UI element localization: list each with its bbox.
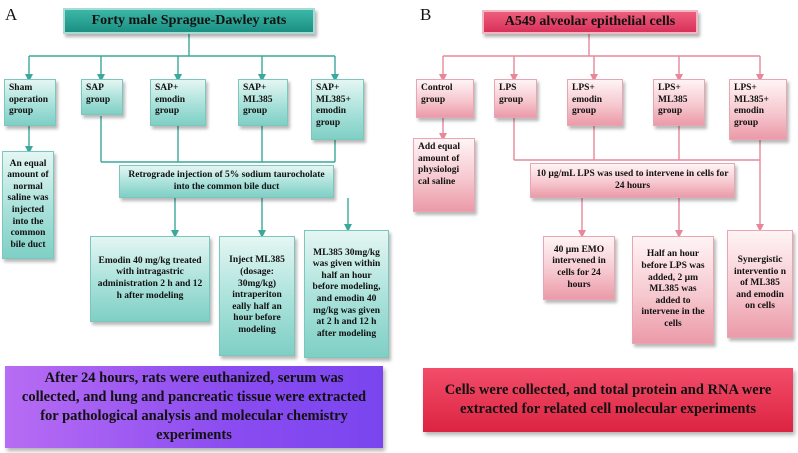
sap-ml385-group-box: SAP+ ML385 group — [238, 79, 288, 126]
panel-b-title: A549 alveolar epithelial cells — [482, 10, 698, 34]
lps-ml385-emodin-group-box: LPS+ ML385+ emodin group — [729, 79, 787, 140]
emodin-detail-box: Emodin 40 mg/kg treated with intragastri… — [90, 236, 210, 322]
control-group-box: Control group — [416, 79, 474, 118]
lps-ml385-group-box: LPS+ ML385 group — [653, 79, 705, 126]
lps-intervene-box: 10 µg/mL LPS was used to intervene in ce… — [530, 163, 735, 198]
panel-a-title: Forty male Sprague-Dawley rats — [63, 8, 315, 34]
sap-emodin-group-box: SAP+ emodin group — [150, 79, 206, 126]
panel-a-lines — [25, 34, 352, 238]
panel-b-final-box: Cells were collected, and total protein … — [423, 368, 793, 432]
emo-detail-box: 40 µm EMO intervened in cells for 24 hou… — [543, 236, 615, 300]
ml385-cell-detail-box: Half an hour before LPS was added, 2 µm … — [632, 236, 714, 344]
sham-detail-box: An equal amount of normal saline was inj… — [2, 151, 54, 259]
synergy-detail-box: Synergistic interventio n of ML385 and e… — [727, 230, 793, 338]
ml385-detail-box: Inject ML385 (dosage: 30mg/kg) intraperi… — [219, 236, 295, 356]
panel-letter-b: B — [420, 5, 432, 24]
panel-a-final-box: After 24 hours, rats were euthanized, se… — [5, 366, 383, 448]
sap-group-box: SAP group — [81, 79, 123, 115]
sham-group-box: Sham operation group — [4, 79, 56, 126]
lps-group-box: LPS group — [494, 79, 537, 118]
combo-detail-box: ML385 30mg/kg was given within half an h… — [304, 230, 389, 358]
panel-b-lines — [439, 34, 764, 238]
lps-emodin-group-box: LPS+ emodin group — [567, 79, 623, 126]
panel-letter-a: A — [5, 5, 18, 24]
sap-ml385-emodin-group-box: SAP+ ML385+ emodin group — [311, 79, 364, 140]
retrograde-injection-box: Retrograde injection of 5% sodium tauroc… — [119, 165, 334, 198]
control-detail-box: Add equal amount of physiologi cal salin… — [413, 138, 475, 212]
